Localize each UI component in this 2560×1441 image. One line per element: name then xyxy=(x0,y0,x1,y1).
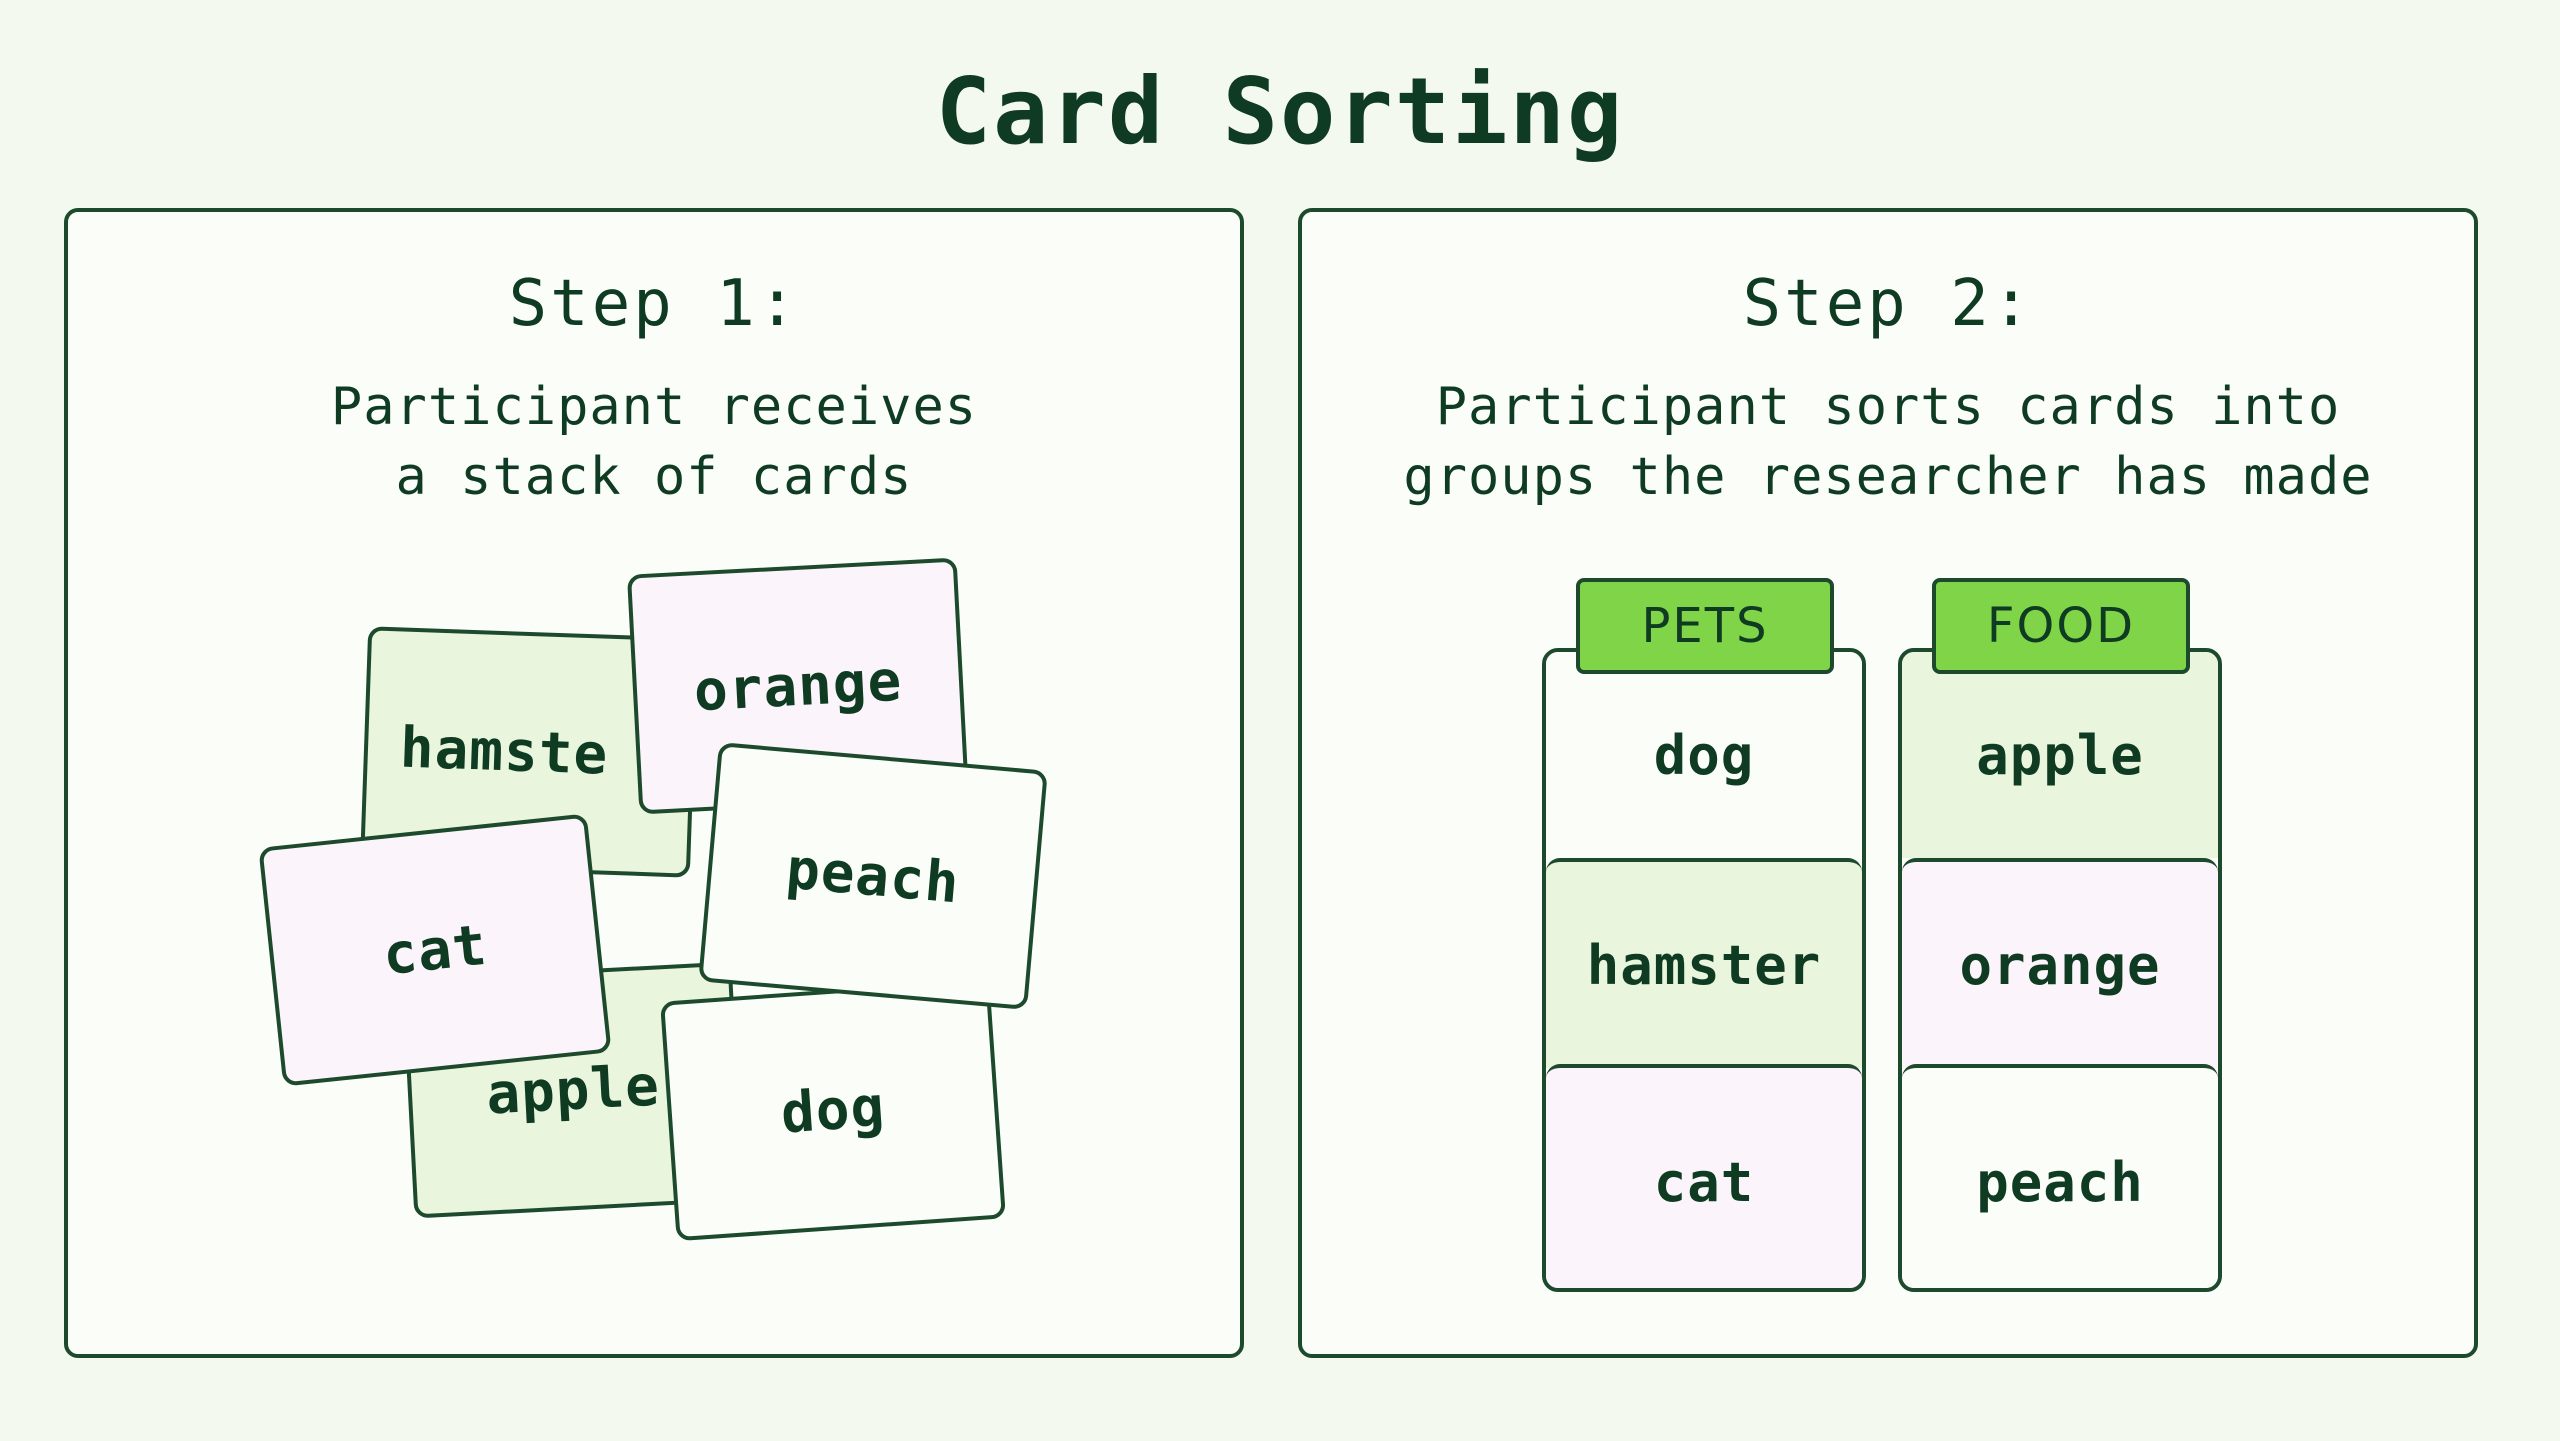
group-label-pets: PETS xyxy=(1576,578,1834,674)
step-2-panel: Step 2: Participant sorts cards into gro… xyxy=(1298,208,2478,1358)
sorted-card-peach[interactable]: peach xyxy=(1902,1064,2218,1288)
page-title: Card Sorting xyxy=(935,58,1625,165)
step-2-description: Participant sorts cards into groups the … xyxy=(1403,377,2373,507)
card-peach[interactable]: peach xyxy=(698,742,1048,1010)
card-dog[interactable]: dog xyxy=(660,978,1006,1242)
sorted-card-cat[interactable]: cat xyxy=(1546,1064,1862,1288)
sorted-card-dog[interactable]: dog xyxy=(1546,652,1862,858)
group-label-food: FOOD xyxy=(1932,578,2190,674)
sorted-card-orange[interactable]: orange xyxy=(1902,858,2218,1068)
card-cat[interactable]: cat xyxy=(258,813,612,1087)
step-1-description: Participant receives a stack of cards xyxy=(330,377,978,507)
group-stack-pets[interactable]: dog hamster cat xyxy=(1542,648,1866,1292)
sorted-card-apple[interactable]: apple xyxy=(1902,652,2218,858)
step-2-title: Step 2: xyxy=(1742,267,2034,341)
step-1-panel: Step 1: Participant receives a stack of … xyxy=(64,208,1244,1358)
step-1-title: Step 1: xyxy=(508,267,800,341)
group-stack-food[interactable]: apple orange peach xyxy=(1898,648,2222,1292)
sorted-card-hamster[interactable]: hamster xyxy=(1546,858,1862,1068)
